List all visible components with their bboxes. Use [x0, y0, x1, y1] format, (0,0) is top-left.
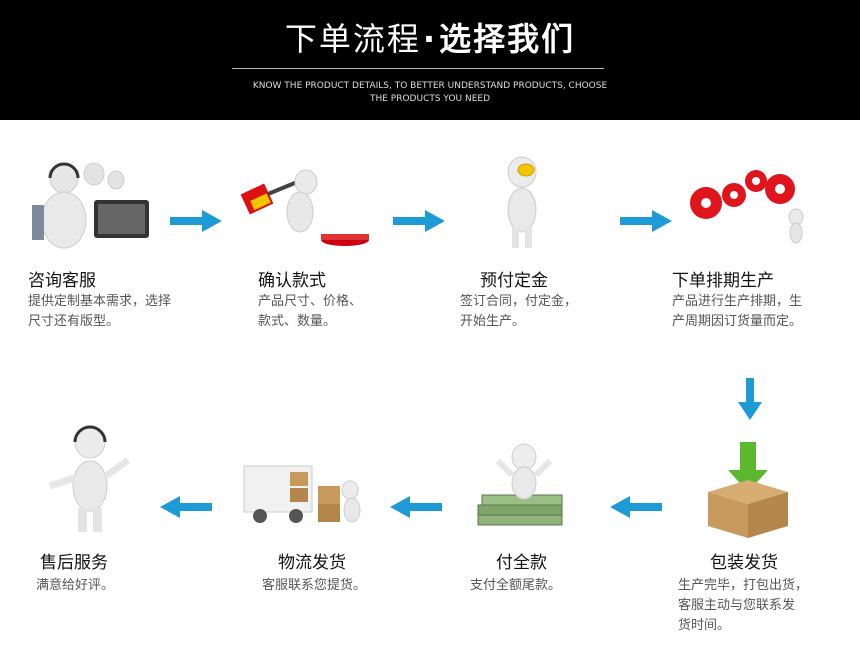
delivery-truck-icon — [243, 465, 361, 523]
step-title: 包装发货 — [710, 553, 778, 573]
arrow-right-icon — [393, 210, 445, 232]
subtitle-line1: KNOW THE PRODUCT DETAILS, TO BETTER UNDE… — [252, 81, 608, 91]
arrow-down-icon — [738, 378, 762, 420]
step-title: 确认款式 — [258, 271, 326, 291]
arrow-left-icon — [160, 496, 212, 518]
arrow-right-icon — [620, 210, 672, 232]
confirm-style-icon — [240, 169, 369, 246]
step-desc: 客服联系您提货。 — [262, 578, 367, 593]
deposit-icon — [507, 156, 537, 248]
step-title: 付全款 — [496, 553, 547, 573]
step-desc: 提供定制基本需求，选择 尺寸还有版型。 — [28, 294, 172, 329]
subtitle-line2: THE PRODUCTS YOU NEED — [369, 94, 491, 104]
production-gears-icon — [690, 170, 804, 244]
arrow-left-icon — [610, 496, 662, 518]
step-title: 咨询客服 — [28, 271, 96, 291]
header-banner: 下单流程·选择我们 KNOW THE PRODUCT DETAILS, TO B… — [0, 0, 860, 120]
step-desc: 满意给好评。 — [36, 578, 115, 593]
after-sales-icon — [48, 425, 131, 532]
title-part2: 选择我们 — [439, 20, 576, 58]
full-payment-icon — [477, 443, 563, 526]
arrow-left-icon — [390, 496, 442, 518]
step-desc: 产品进行生产排期，生 产周期因订货量而定。 — [672, 294, 803, 329]
page-title: 下单流程·选择我们 — [0, 14, 860, 60]
step-desc: 签订合同，付定金， 开始生产。 — [460, 294, 578, 329]
header-divider — [232, 68, 604, 69]
step-desc: 支付全额尾款。 — [470, 578, 562, 593]
title-dot: · — [422, 20, 438, 58]
header-subtitle: KNOW THE PRODUCT DETAILS, TO BETTER UNDE… — [0, 80, 860, 106]
title-part1: 下单流程 — [284, 20, 421, 58]
step-title: 下单排期生产 — [672, 271, 774, 291]
customer-service-icon — [32, 162, 149, 249]
package-box-icon — [708, 442, 788, 538]
step-title: 售后服务 — [40, 553, 108, 573]
step-title: 物流发货 — [278, 553, 346, 573]
step-desc: 生产完毕，打包出货， 客服主动与您联系发 货时间。 — [678, 578, 809, 633]
step-title: 预付定金 — [480, 271, 548, 291]
arrow-right-icon — [170, 210, 222, 232]
step-desc: 产品尺寸、价格、 款式、数量。 — [258, 294, 363, 329]
